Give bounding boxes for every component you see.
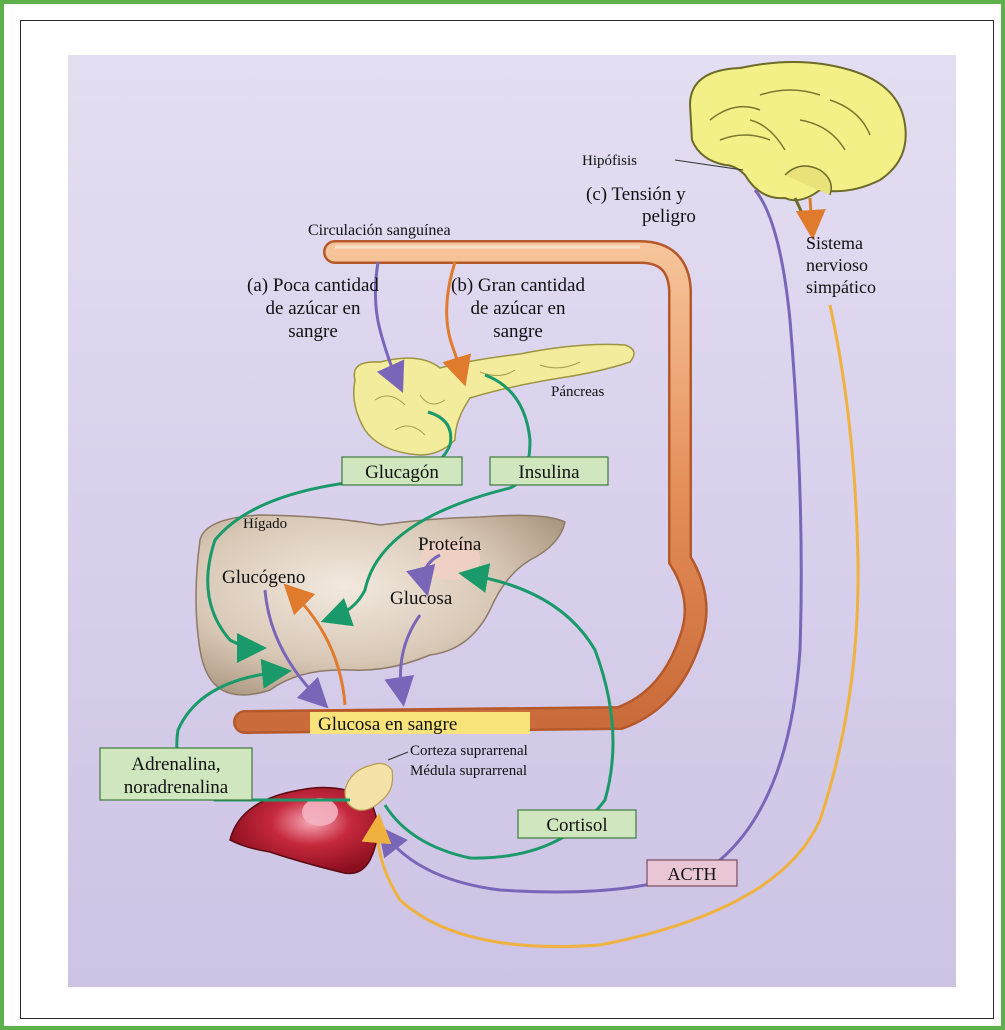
glucagon-label: Glucagón [365, 462, 439, 483]
acth-label: ACTH [668, 864, 717, 884]
tension-label-2: peligro [642, 206, 696, 227]
hipofisis-label: Hipófisis [582, 153, 637, 169]
adrenalina-label-2: noradrenalina [124, 777, 229, 798]
gran-label-2: de azúcar en [471, 298, 566, 319]
pancreas-label: Páncreas [551, 384, 604, 400]
corteza-label: Corteza suprarrenal [410, 743, 528, 759]
poca-label-2: de azúcar en [266, 298, 361, 319]
glucosa-label: Glucosa [390, 588, 453, 609]
acth-box: ACTH [647, 860, 737, 886]
adrenalina-label-1: Adrenalina, [131, 754, 220, 775]
sistema-label-1: Sistema [806, 233, 863, 253]
arrow-sympathetic [810, 198, 812, 228]
tension-label-1: (c) Tensión y [586, 184, 686, 205]
poca-label-3: sangre [288, 321, 338, 342]
insulina-box: Insulina [490, 457, 608, 485]
gran-label-1: (b) Gran cantidad [451, 275, 585, 296]
glucagon-box: Glucagón [342, 457, 462, 485]
adrenalina-box: Adrenalina, noradrenalina [100, 748, 252, 800]
sistema-label-2: nervioso [806, 255, 868, 275]
poca-label-1: (a) Poca cantidad [247, 275, 379, 296]
proteina-label: Proteína [418, 534, 482, 555]
medula-label: Médula suprarrenal [410, 763, 527, 779]
sistema-label-3: simpático [806, 277, 876, 297]
circulacion-label: Circulación sanguínea [308, 222, 451, 239]
glucogeno-label: Glucógeno [222, 567, 305, 588]
cortisol-box: Cortisol [518, 810, 636, 838]
cortisol-label: Cortisol [546, 815, 607, 836]
higado-label: Hígado [243, 516, 287, 532]
insulina-label: Insulina [518, 462, 580, 483]
glucosa-sangre-label: Glucosa en sangre [318, 714, 457, 735]
gran-label-3: sangre [493, 321, 543, 342]
